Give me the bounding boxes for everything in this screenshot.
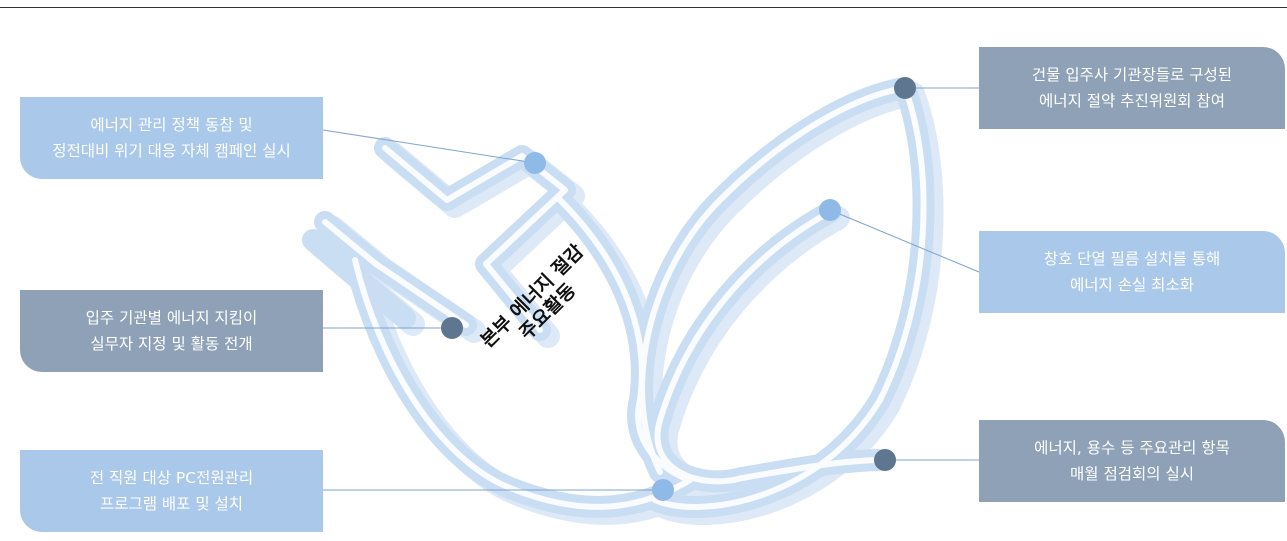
- activity-box-pc-power: 전 직원 대상 PC전원관리 프로그램 배포 및 설치: [20, 450, 323, 532]
- activity-box-campaign: 에너지 관리 정책 동참 및 정전대비 위기 대응 자체 캠페인 실시: [20, 97, 323, 179]
- box-text-line: 매월 점검회의 실시: [1070, 465, 1194, 483]
- activity-box-committee: 건물 입주사 기관장들로 구성된 에너지 절약 추진위원회 참여: [979, 47, 1285, 129]
- box-text-line: 에너지 절약 추진위원회 참여: [1039, 92, 1225, 110]
- leaf-outline: [631, 77, 935, 518]
- top-rule: [0, 7, 1287, 8]
- box-text-line: 입주 기관별 에너지 지킴이: [85, 309, 258, 327]
- connector-line-1: [322, 129, 536, 164]
- box-text-line: 실무자 지정 및 활동 전개: [90, 335, 253, 353]
- box-text-line: 에너지 손실 최소화: [1070, 276, 1194, 294]
- box-text-line: 정전대비 위기 대응 자체 캠페인 실시: [52, 142, 291, 160]
- box-text-line: 에너지 관리 정책 동참 및: [90, 116, 253, 134]
- marker-dot-2: [441, 317, 463, 339]
- marker-dot-5: [819, 199, 841, 221]
- box-text-line: 프로그램 배포 및 설치: [99, 495, 244, 513]
- activity-box-energy-keeper: 입주 기관별 에너지 지킴이 실무자 지정 및 활동 전개: [20, 290, 323, 372]
- connector-line-5: [829, 209, 980, 273]
- marker-dot-6: [874, 449, 896, 471]
- activity-box-monthly-review: 에너지, 용수 등 주요관리 항목 매월 점검회의 실시: [979, 420, 1285, 502]
- box-text-line: 전 직원 대상 PC전원관리: [89, 469, 254, 487]
- activity-box-window-film: 창호 단열 필름 설치를 통해 에너지 손실 최소화: [979, 231, 1285, 313]
- box-text-line: 건물 입주사 기관장들로 구성된: [1031, 66, 1233, 84]
- box-text-line: 창호 단열 필름 설치를 통해: [1043, 250, 1221, 268]
- marker-dot-3: [652, 479, 674, 501]
- marker-dot-4: [894, 77, 916, 99]
- box-text-line: 에너지, 용수 등 주요관리 항목: [1034, 439, 1230, 457]
- marker-dot-1: [524, 152, 546, 174]
